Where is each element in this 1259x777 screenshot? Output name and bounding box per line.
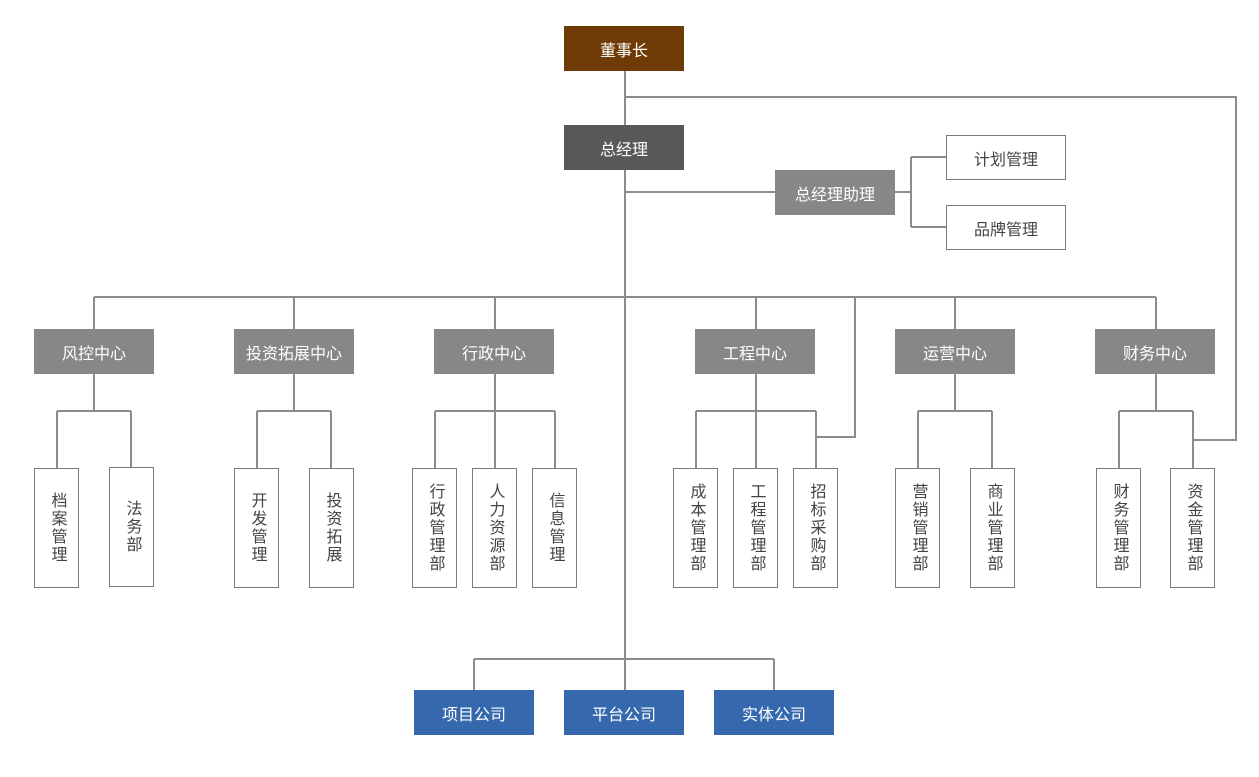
gm-label: 总经理 (599, 141, 648, 159)
eng-dept-node: 工程管理部 (733, 468, 778, 588)
ops-center-node: 运营中心 (895, 329, 1015, 374)
archive-mgmt-label: 档案管理 (48, 492, 66, 564)
marketing-dept-label: 营销管理部 (909, 483, 927, 573)
eng-center-label: 工程中心 (722, 345, 787, 363)
chairman-node: 董事长 (564, 26, 684, 71)
legal-dept-label: 法务部 (123, 500, 141, 554)
dev-mgmt-label: 开发管理 (248, 492, 266, 564)
gm-node: 总经理 (564, 125, 684, 170)
risk-center-label: 风控中心 (61, 345, 126, 363)
dev-mgmt-node: 开发管理 (234, 468, 279, 588)
cost-dept-label: 成本管理部 (687, 483, 705, 573)
fin-center-node: 财务中心 (1095, 329, 1215, 374)
invest-expand-node: 投资拓展 (309, 468, 354, 588)
hr-dept-label: 人力资源部 (486, 483, 504, 573)
gm-assistant-label: 总经理助理 (794, 186, 875, 204)
fin-center-label: 财务中心 (1122, 345, 1187, 363)
chairman-label: 董事长 (599, 42, 648, 60)
platform-co-node: 平台公司 (564, 690, 684, 735)
brand-mgmt-label: 品牌管理 (973, 221, 1038, 239)
marketing-dept-node: 营销管理部 (895, 468, 940, 588)
commerce-dept-node: 商业管理部 (970, 468, 1015, 588)
fund-dept-label: 资金管理部 (1184, 483, 1202, 573)
invest-center-node: 投资拓展中心 (234, 329, 354, 374)
finance-dept-node: 财务管理部 (1096, 468, 1141, 588)
cost-dept-node: 成本管理部 (673, 468, 718, 588)
ops-center-label: 运营中心 (922, 345, 987, 363)
archive-mgmt-node: 档案管理 (34, 468, 79, 588)
info-mgmt-node: 信息管理 (532, 468, 577, 588)
gm-assistant-node: 总经理助理 (775, 170, 895, 215)
eng-center-node: 工程中心 (695, 329, 815, 374)
project-co-node: 项目公司 (414, 690, 534, 735)
invest-center-label: 投资拓展中心 (245, 345, 342, 363)
admin-dept-label: 行政管理部 (426, 483, 444, 573)
invest-expand-label: 投资拓展 (323, 492, 341, 564)
brand-mgmt-node: 品牌管理 (946, 205, 1066, 250)
commerce-dept-label: 商业管理部 (984, 483, 1002, 573)
bid-dept-label: 招标采购部 (807, 483, 825, 573)
bid-dept-node: 招标采购部 (793, 468, 838, 588)
plan-mgmt-node: 计划管理 (946, 135, 1066, 180)
project-co-label: 项目公司 (441, 706, 506, 724)
legal-dept-node: 法务部 (109, 467, 154, 587)
entity-co-label: 实体公司 (741, 706, 806, 724)
plan-mgmt-label: 计划管理 (973, 151, 1038, 169)
info-mgmt-label: 信息管理 (546, 492, 564, 564)
platform-co-label: 平台公司 (591, 706, 656, 724)
admin-center-label: 行政中心 (461, 345, 526, 363)
admin-center-node: 行政中心 (434, 329, 554, 374)
eng-dept-label: 工程管理部 (747, 483, 765, 573)
admin-dept-node: 行政管理部 (412, 468, 457, 588)
finance-dept-label: 财务管理部 (1110, 483, 1128, 573)
entity-co-node: 实体公司 (714, 690, 834, 735)
risk-center-node: 风控中心 (34, 329, 154, 374)
fund-dept-node: 资金管理部 (1170, 468, 1215, 588)
hr-dept-node: 人力资源部 (472, 468, 517, 588)
